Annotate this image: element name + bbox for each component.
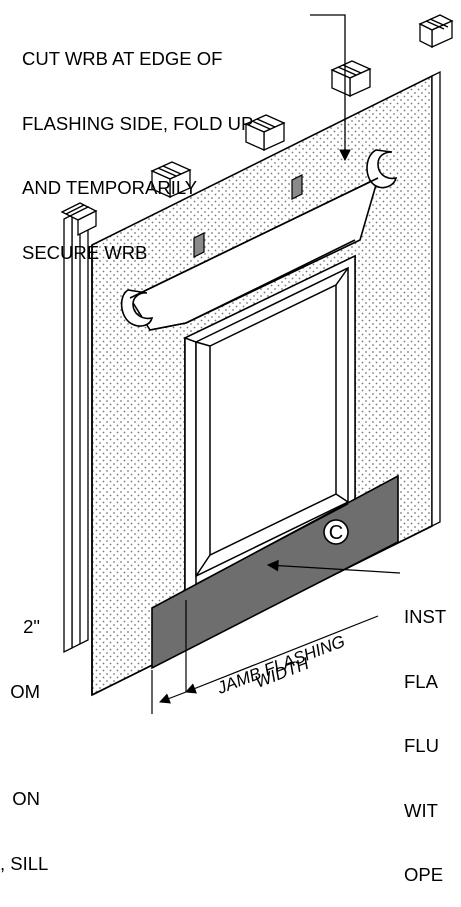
tape-tab-1 bbox=[193, 232, 205, 258]
flap-roll-right bbox=[366, 149, 398, 189]
right-callout-line: WIT bbox=[404, 799, 438, 821]
right-callout-line: INST bbox=[404, 606, 447, 627]
top-callout-leader bbox=[310, 14, 351, 162]
window-flashing-diagram: C JAMB FLASHING WIDTH bbox=[60, 14, 454, 714]
top-callout-line: FLASHING SIDE, FOLD UP bbox=[22, 112, 254, 134]
temporary-tape-tabs bbox=[193, 174, 303, 258]
tape-tab-2 bbox=[291, 174, 303, 200]
top-callout-line: CUT WRB AT EDGE OF bbox=[22, 48, 223, 69]
left-callout-line: OM bbox=[10, 680, 40, 702]
wall-edge-thickness bbox=[431, 70, 441, 528]
right-callout: INST FLA FLU WIT OPE bbox=[404, 563, 446, 907]
flap-roll-left bbox=[120, 289, 154, 327]
right-callout-line: FLU bbox=[404, 735, 439, 756]
marker-c-label: C bbox=[329, 522, 343, 544]
right-callout-line: OPE bbox=[404, 864, 444, 885]
stud-5 bbox=[418, 14, 454, 49]
left-callout-line: , SILL bbox=[0, 852, 49, 874]
left-callout-line: 2" bbox=[23, 616, 40, 637]
wrb-head-flap bbox=[120, 149, 398, 331]
stud-3 bbox=[244, 114, 286, 152]
right-callout-line: FLA bbox=[404, 670, 438, 692]
top-callout-line: SECURE WRB bbox=[22, 241, 148, 263]
callout-marker-c: C bbox=[323, 519, 349, 545]
left-callout: 2" OM ON , SILL bbox=[0, 573, 49, 896]
stud-1 bbox=[60, 202, 98, 654]
wall-framing bbox=[60, 14, 454, 654]
window-frame-return bbox=[184, 336, 197, 596]
right-callout-leader bbox=[266, 559, 401, 574]
left-callout-line: ON bbox=[12, 788, 40, 809]
stud-2 bbox=[150, 161, 192, 199]
top-callout-line: AND TEMPORARILY bbox=[22, 177, 198, 198]
dimension-jamb-flashing-width bbox=[151, 600, 379, 714]
stud-4 bbox=[330, 60, 372, 98]
top-callout: CUT WRB AT EDGE OF FLASHING SIDE, FOLD U… bbox=[22, 5, 253, 285]
window-unit bbox=[184, 254, 356, 596]
